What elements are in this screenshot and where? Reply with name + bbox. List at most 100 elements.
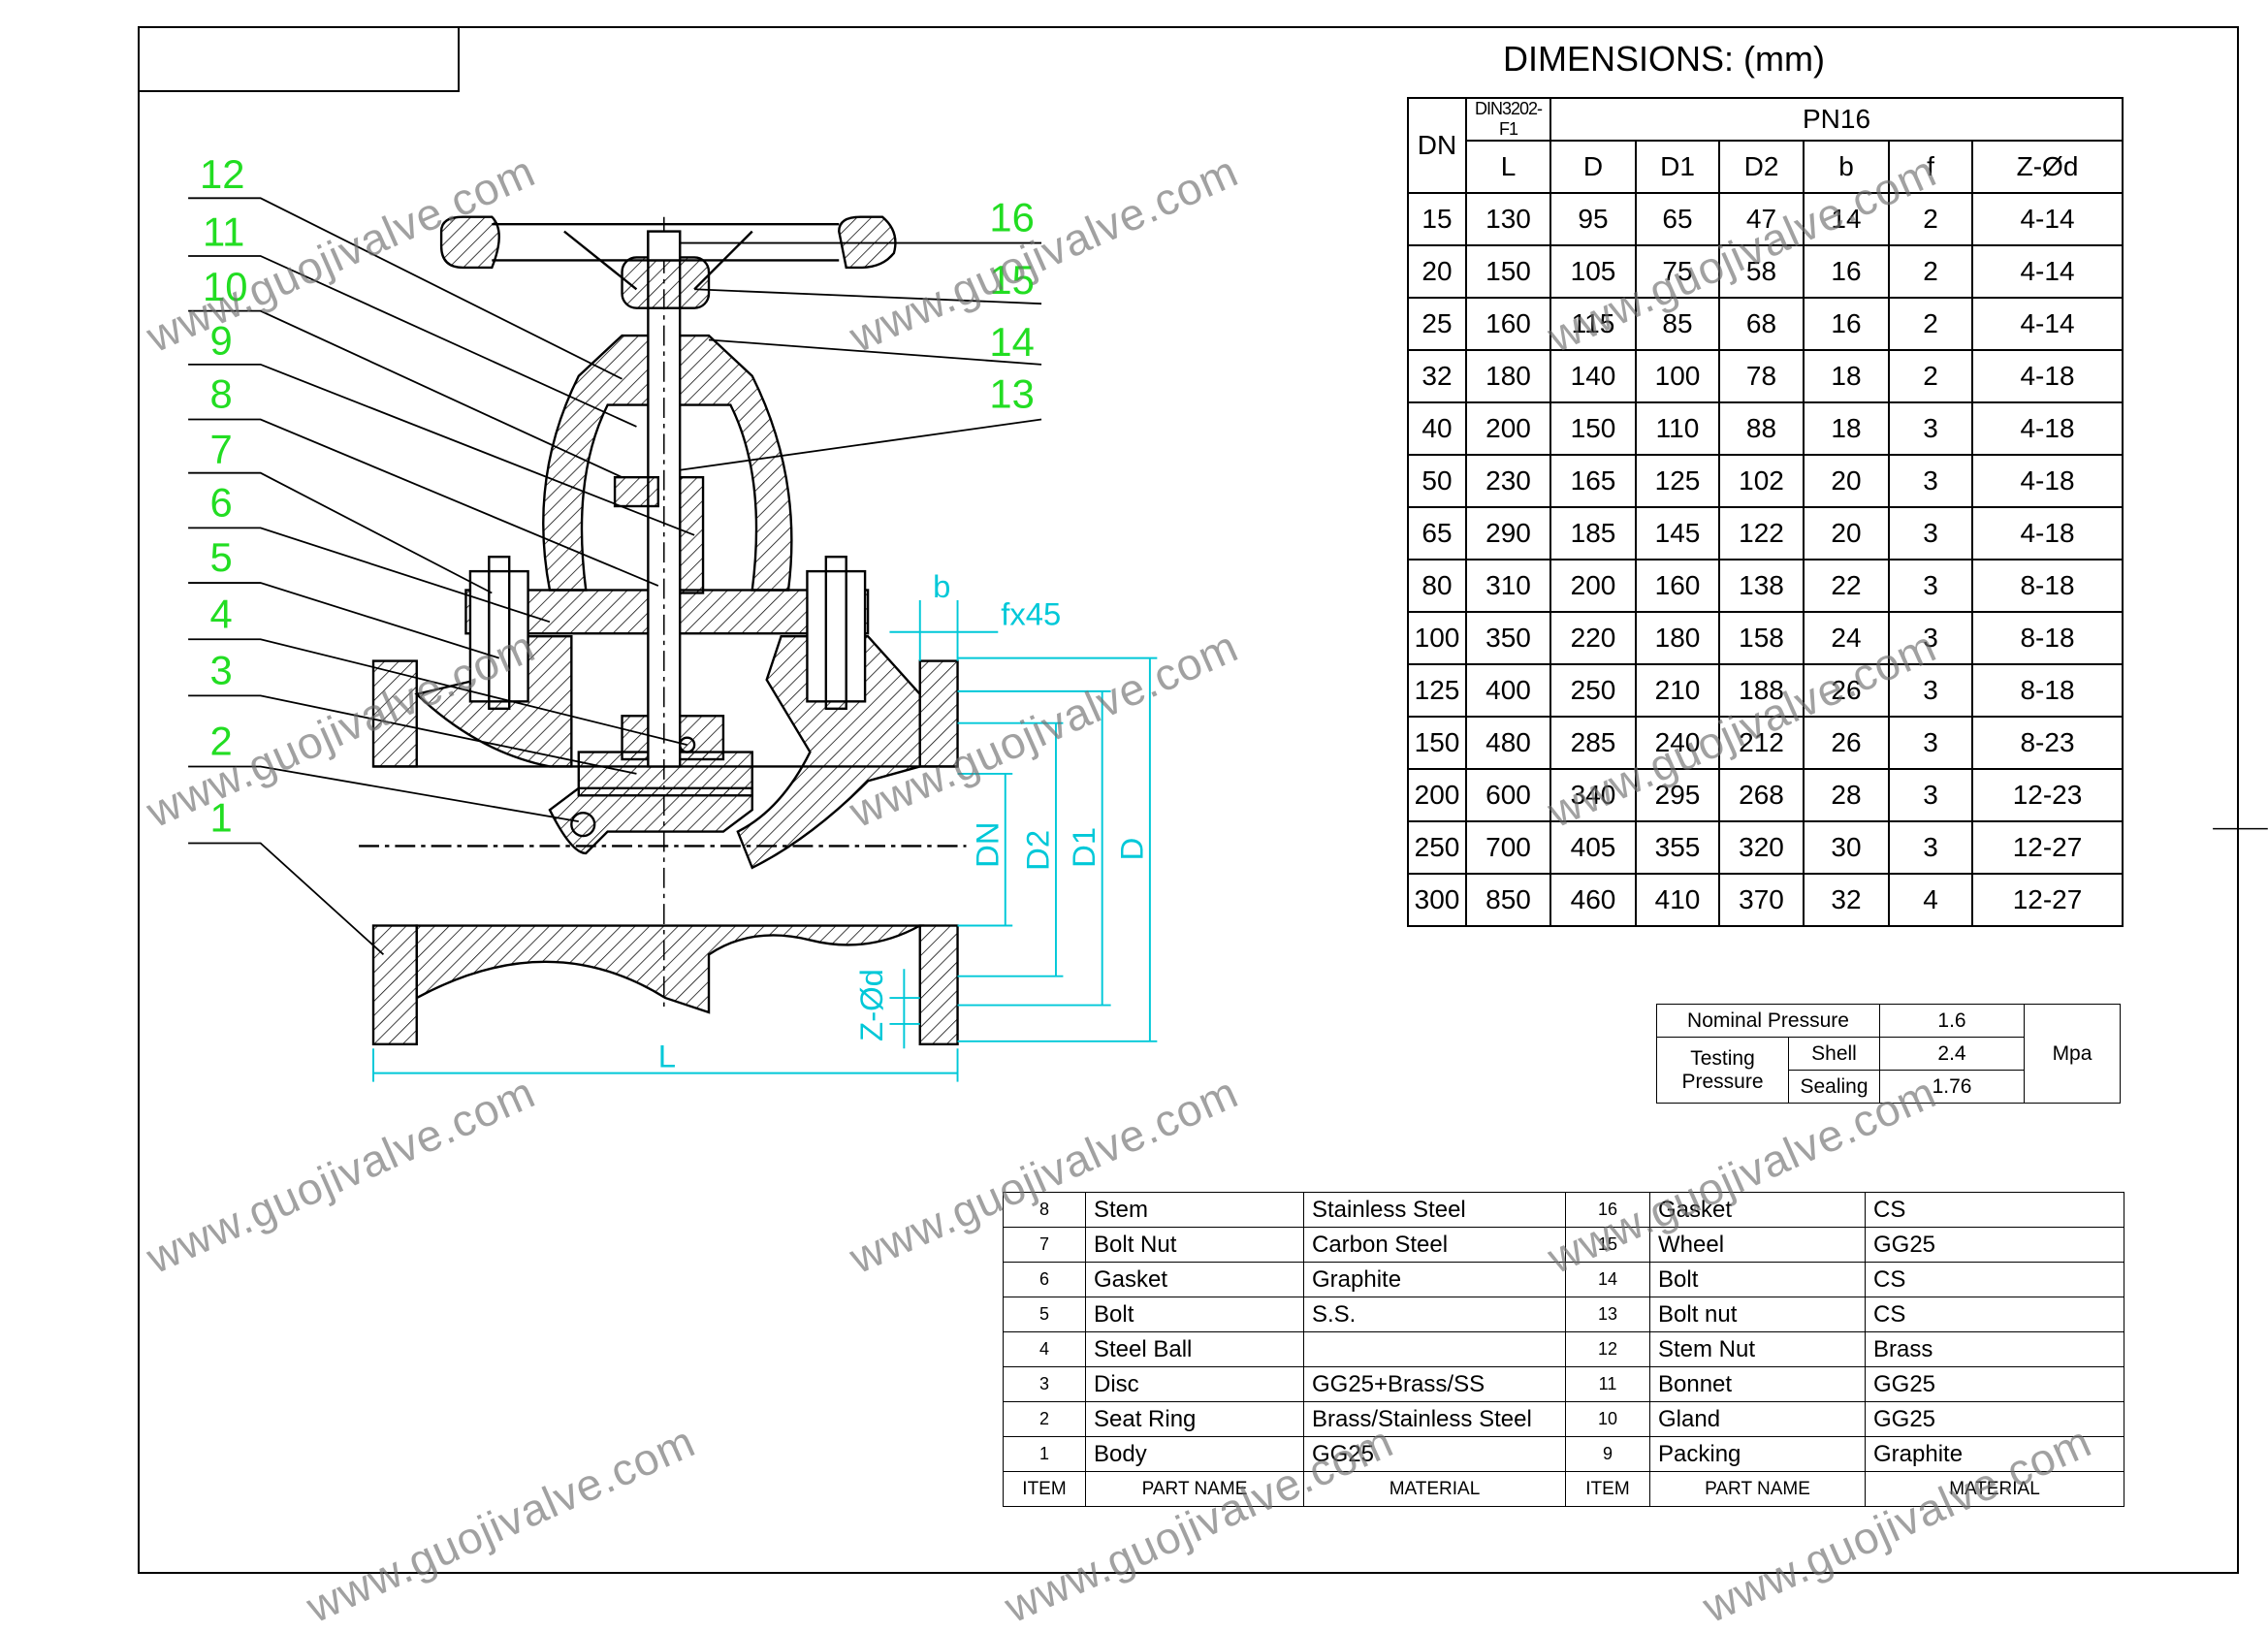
callout-3: 3 — [209, 647, 232, 692]
header-item: ITEM — [1565, 1471, 1650, 1507]
table-cell: 212 — [1718, 716, 1805, 770]
table-cell: 26 — [1803, 716, 1890, 770]
table-cell: 295 — [1635, 768, 1720, 822]
header-part-name: PART NAME — [1649, 1471, 1866, 1507]
callout-7: 7 — [209, 426, 232, 471]
table-cell: 2 — [1888, 244, 1973, 299]
header-material: MATERIAL — [1303, 1471, 1566, 1507]
item-number: 3 — [1003, 1366, 1086, 1402]
table-cell: 4 — [1888, 873, 1973, 927]
callout-14: 14 — [989, 319, 1034, 365]
table-cell: 3 — [1888, 768, 1973, 822]
part-material: GG25 — [1303, 1436, 1566, 1472]
table-cell: 32 — [1803, 873, 1890, 927]
part-name: Bolt — [1085, 1297, 1304, 1332]
table-cell: 105 — [1549, 244, 1637, 299]
part-material: GG25 — [1865, 1366, 2124, 1402]
valve-body-drawing — [359, 215, 967, 1046]
dimension-labels: b fx45 L DN D2 D1 D Z-Ød — [658, 568, 1150, 1074]
drawing-frame — [138, 26, 2239, 1574]
table-cell: 88 — [1718, 401, 1805, 456]
table-cell: 20 — [1803, 454, 1890, 508]
table-cell: 160 — [1635, 559, 1720, 613]
sealing-label: Sealing — [1788, 1070, 1880, 1104]
table-cell: 460 — [1549, 873, 1637, 927]
testing-pressure-label: Testing Pressure — [1656, 1037, 1789, 1104]
table-cell: 8-18 — [1971, 611, 2124, 665]
table-cell: 125 — [1407, 663, 1467, 718]
item-number: 11 — [1565, 1366, 1650, 1402]
table-cell: 285 — [1549, 716, 1637, 770]
table-cell: 28 — [1803, 768, 1890, 822]
part-material: CS — [1865, 1262, 2124, 1297]
table-cell: 8-23 — [1971, 716, 2124, 770]
table-cell: 150 — [1465, 244, 1551, 299]
callout-12: 12 — [200, 151, 244, 197]
table-cell: 410 — [1635, 873, 1720, 927]
table-cell: 8-18 — [1971, 559, 2124, 613]
table-cell: 210 — [1635, 663, 1720, 718]
sealing-value: 1.76 — [1879, 1070, 2025, 1104]
table-cell: 122 — [1718, 506, 1805, 560]
table-cell: 18 — [1803, 349, 1890, 403]
item-number: 14 — [1565, 1262, 1650, 1297]
table-cell: 240 — [1635, 716, 1720, 770]
table-cell: 250 — [1549, 663, 1637, 718]
table-cell: 68 — [1718, 297, 1805, 351]
table-cell: 400 — [1465, 663, 1551, 718]
callout-15: 15 — [989, 257, 1034, 303]
header-dn: DN — [1407, 97, 1467, 194]
table-cell: 130 — [1465, 192, 1551, 246]
part-name: Packing — [1649, 1436, 1866, 1472]
part-name: Bolt Nut — [1085, 1227, 1304, 1263]
pressure-unit: Mpa — [2024, 1004, 2121, 1104]
table-cell: 3 — [1888, 559, 1973, 613]
nominal-pressure-label: Nominal Pressure — [1656, 1004, 1880, 1038]
table-cell: 20 — [1407, 244, 1467, 299]
table-cell: 355 — [1635, 820, 1720, 875]
callout-11: 11 — [203, 209, 244, 255]
callout-10: 10 — [203, 264, 247, 309]
column-header: D — [1549, 140, 1637, 194]
table-cell: 22 — [1803, 559, 1890, 613]
part-name: Bonnet — [1649, 1366, 1866, 1402]
nominal-pressure-value: 1.6 — [1879, 1004, 2025, 1038]
table-cell: 100 — [1635, 349, 1720, 403]
table-cell: 140 — [1549, 349, 1637, 403]
table-cell: 300 — [1407, 873, 1467, 927]
part-material: Graphite — [1303, 1262, 1566, 1297]
table-cell: 4-18 — [1971, 401, 2124, 456]
table-cell: 110 — [1635, 401, 1720, 456]
part-material: S.S. — [1303, 1297, 1566, 1332]
table-cell: 405 — [1549, 820, 1637, 875]
part-material: CS — [1865, 1192, 2124, 1228]
part-name: Stem Nut — [1649, 1331, 1866, 1367]
callout-16: 16 — [989, 195, 1034, 240]
item-number: 1 — [1003, 1436, 1086, 1472]
part-material: CS — [1865, 1297, 2124, 1332]
table-cell: 310 — [1465, 559, 1551, 613]
dim-D: D — [1113, 838, 1149, 861]
table-cell: 200 — [1407, 768, 1467, 822]
part-material: Brass — [1865, 1331, 2124, 1367]
table-cell: 12-27 — [1971, 873, 2124, 927]
dim-b: b — [933, 568, 950, 604]
table-cell: 150 — [1549, 401, 1637, 456]
part-name: Wheel — [1649, 1227, 1866, 1263]
item-number: 12 — [1565, 1331, 1650, 1367]
part-material: Brass/Stainless Steel — [1303, 1401, 1566, 1437]
item-number: 10 — [1565, 1401, 1650, 1437]
part-material: Carbon Steel — [1303, 1227, 1566, 1263]
table-cell: 480 — [1465, 716, 1551, 770]
